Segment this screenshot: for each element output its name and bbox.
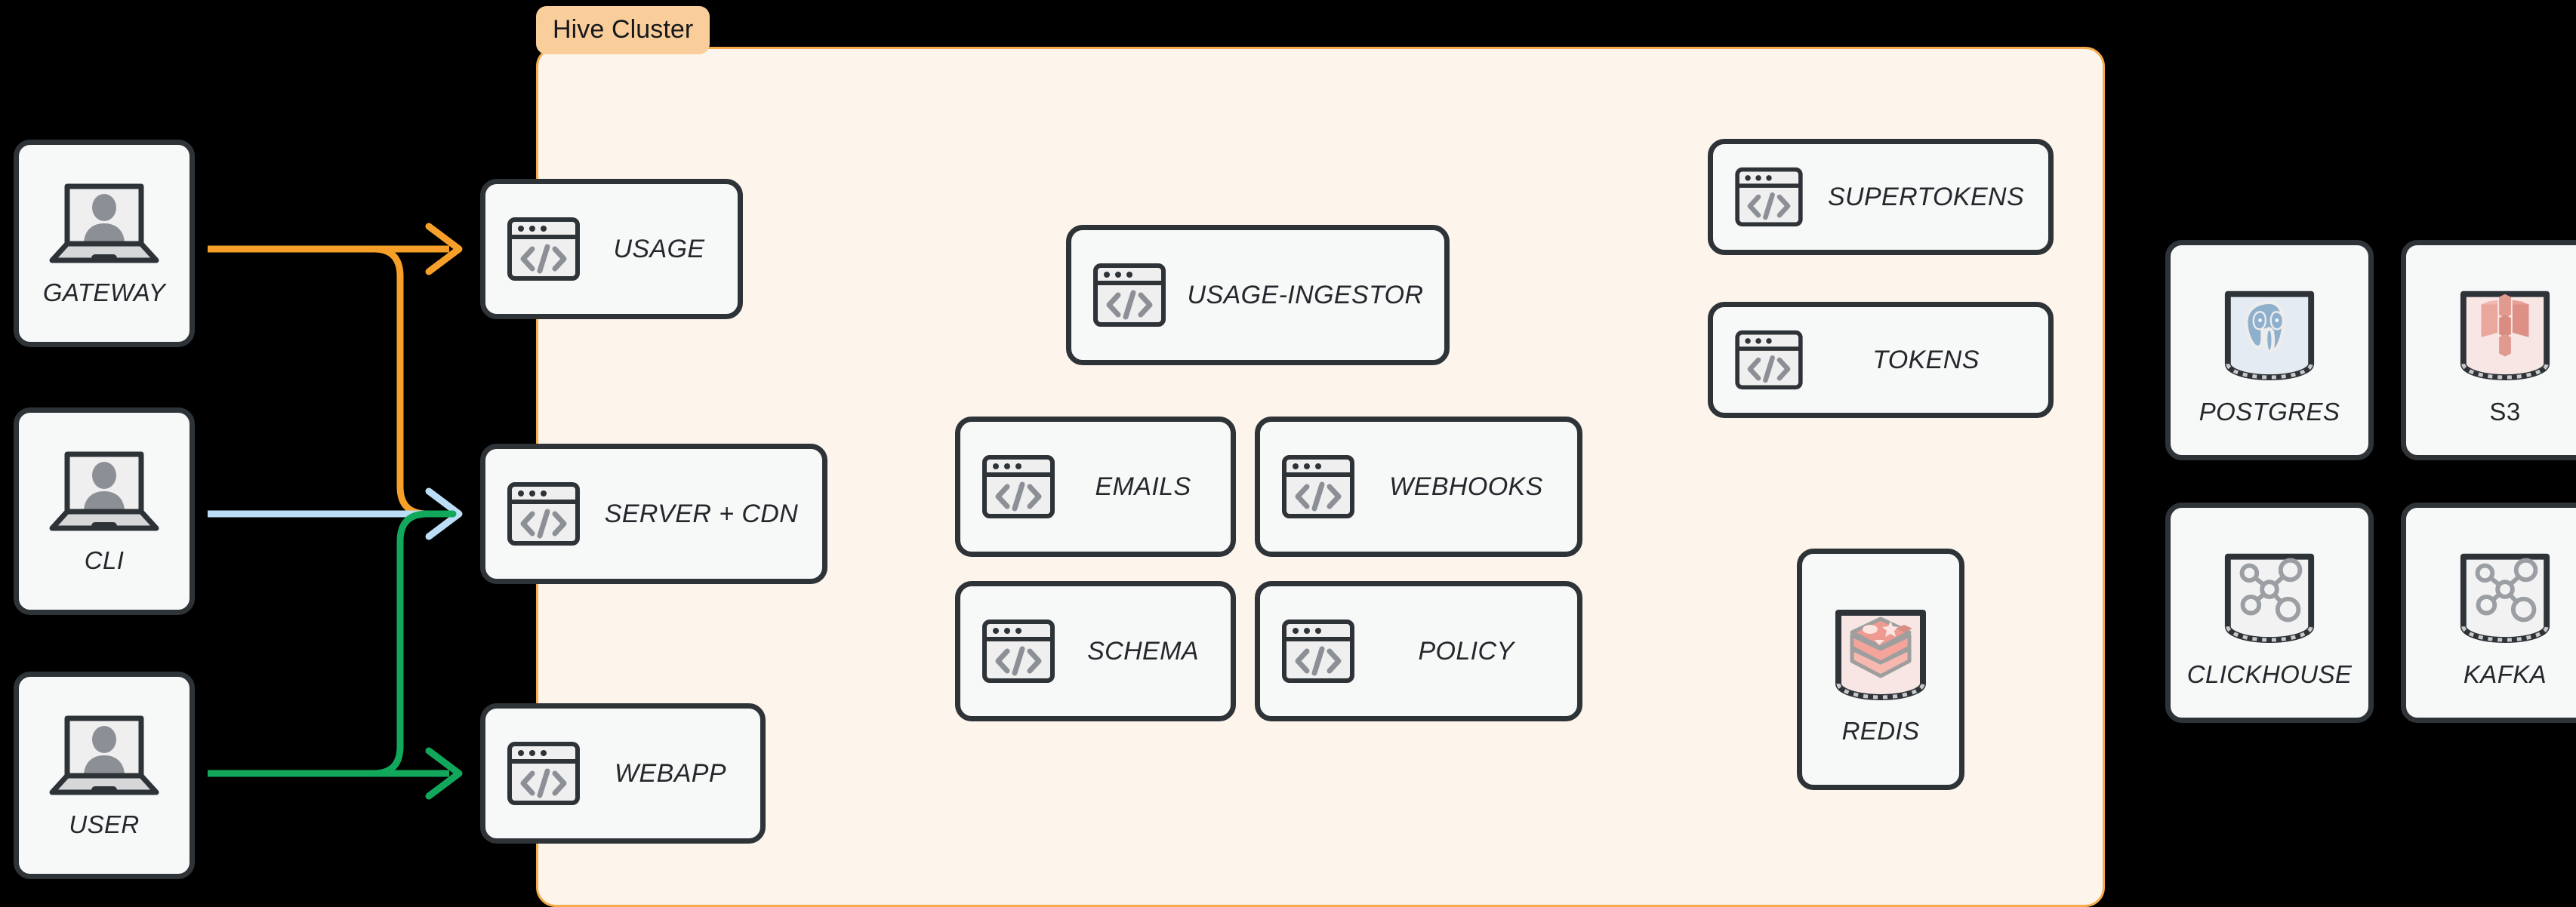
laptop-user-icon — [48, 180, 161, 265]
laptop-user-icon — [48, 448, 161, 533]
code-window-icon — [1734, 330, 1804, 390]
node-webhooks-label: WEBHOOKS — [1389, 472, 1543, 501]
node-usage-ingestor[interactable]: USAGE-INGESTOR — [1066, 225, 1450, 365]
node-server-cdn-label: SERVER + CDN — [604, 499, 799, 528]
node-supertokens-label: SUPERTOKENS — [1827, 182, 2025, 211]
node-webapp-label: WEBAPP — [615, 758, 726, 788]
node-supertokens[interactable]: SUPERTOKENS — [1708, 139, 2054, 255]
node-redis-label: REDIS — [1841, 717, 1920, 745]
code-window-icon — [507, 741, 581, 806]
node-usage-label: USAGE — [613, 234, 705, 263]
node-kafka-label: KAFKA — [2463, 660, 2547, 688]
node-cli[interactable]: CLI — [14, 407, 195, 615]
node-gateway[interactable]: GATEWAY — [14, 140, 195, 347]
node-usage[interactable]: USAGE — [480, 179, 743, 319]
node-user[interactable]: USER — [14, 672, 195, 879]
redis-database-icon — [1831, 593, 1930, 703]
edge-user-to-server-cdn — [370, 510, 457, 777]
node-schema-label: SCHEMA — [1087, 636, 1199, 666]
node-emails[interactable]: EMAILS — [955, 417, 1236, 557]
edge-gateway-to-usage — [208, 223, 463, 275]
node-clickhouse-label: CLICKHOUSE — [2186, 660, 2353, 688]
node-emails-label: EMAILS — [1095, 472, 1191, 501]
code-window-icon — [1281, 619, 1355, 684]
code-window-icon — [981, 454, 1055, 519]
node-webapp[interactable]: WEBAPP — [480, 703, 766, 844]
node-postgres[interactable]: POSTGRES — [2165, 240, 2374, 460]
edge-cli-to-server-cdn — [208, 487, 463, 540]
edge-user-to-webapp — [208, 747, 463, 800]
hive-cluster-badge-label: Hive Cluster — [553, 15, 694, 44]
node-policy-label: POLICY — [1418, 636, 1514, 666]
node-tokens-label: TOKENS — [1872, 345, 1980, 374]
node-gateway-label: GATEWAY — [42, 278, 166, 306]
hive-cluster-badge: Hive Cluster — [536, 6, 710, 54]
node-clickhouse[interactable]: CLICKHOUSE — [2165, 503, 2374, 723]
code-window-icon — [507, 481, 581, 546]
code-window-icon — [1281, 454, 1355, 519]
node-usage-ingestor-label: USAGE-INGESTOR — [1187, 280, 1424, 309]
postgres-database-icon — [2220, 274, 2319, 384]
laptop-user-icon — [48, 712, 161, 797]
node-postgres-label: POSTGRES — [2199, 398, 2340, 426]
edge-gateway-to-server-cdn — [370, 245, 457, 518]
node-cli-label: CLI — [84, 546, 125, 574]
node-s3-label: S3 — [2489, 398, 2521, 426]
generic-database-icon — [2456, 537, 2554, 647]
code-window-icon — [1092, 263, 1166, 327]
generic-database-icon — [2220, 537, 2319, 647]
node-kafka[interactable]: KAFKA — [2401, 503, 2576, 723]
node-policy[interactable]: POLICY — [1255, 581, 1582, 721]
node-redis[interactable]: REDIS — [1797, 549, 1964, 790]
code-window-icon — [1734, 167, 1804, 227]
node-s3[interactable]: S3 — [2401, 240, 2576, 460]
code-window-icon — [507, 217, 581, 281]
node-tokens[interactable]: TOKENS — [1708, 302, 2054, 418]
node-schema[interactable]: SCHEMA — [955, 581, 1236, 721]
node-webhooks[interactable]: WEBHOOKS — [1255, 417, 1582, 557]
code-window-icon — [981, 619, 1055, 684]
node-user-label: USER — [69, 810, 140, 838]
s3-database-icon — [2456, 274, 2554, 384]
node-server-cdn[interactable]: SERVER + CDN — [480, 444, 827, 584]
